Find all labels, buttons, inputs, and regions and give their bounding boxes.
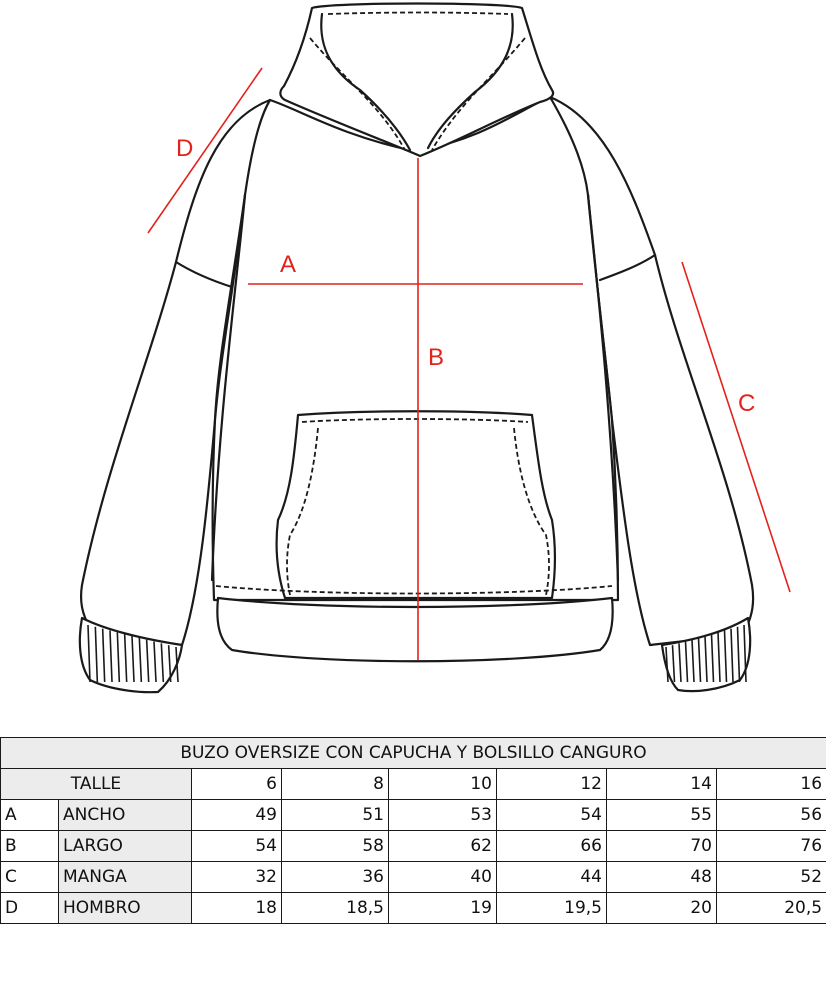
- cuff-rib-line: [116, 632, 121, 683]
- table-row: B LARGO 54 58 62 66 70 76: [0, 830, 826, 862]
- cuff-rib-line: [671, 645, 676, 683]
- table-cell: 36: [281, 861, 389, 893]
- cuff-rib-line: [717, 632, 721, 683]
- pocket-right-stitch: [513, 427, 550, 596]
- size-header-cell: 6: [191, 768, 282, 800]
- measure-label-c: C: [738, 390, 755, 417]
- table-cell: 20,5: [715, 892, 826, 924]
- size-header-cell: 16: [715, 768, 826, 800]
- hood-stitch-right: [431, 37, 526, 151]
- measure-d-line: [147, 67, 263, 234]
- table-cell: 19: [388, 892, 497, 924]
- table-cell: 76: [715, 830, 826, 862]
- row-measure-name: ANCHO: [58, 799, 192, 831]
- hood-seam-stitch: [327, 11, 509, 15]
- size-header-cell: 14: [606, 768, 717, 800]
- table-cell: 49: [191, 799, 282, 831]
- size-header-cell: 8: [281, 768, 389, 800]
- cuff-rib-line: [167, 645, 172, 683]
- size-header-cell: 10: [388, 768, 497, 800]
- measure-label-b: B: [428, 344, 444, 371]
- table-cell: 51: [281, 799, 389, 831]
- cuff-rib-line: [87, 624, 91, 683]
- table-cell: 20: [606, 892, 717, 924]
- cuff-rib-line: [101, 628, 106, 683]
- table-cell: 55: [606, 799, 717, 831]
- right-side-line: [586, 193, 620, 582]
- table-row: D HOMBRO 18 18,5 19 19,5 20 20,5: [0, 892, 826, 924]
- cuff-rib-line: [145, 639, 150, 683]
- cuff-rib-line: [131, 635, 135, 683]
- kangaroo-pocket: [275, 410, 557, 600]
- table-title-row: BUZO OVERSIZE CON CAPUCHA Y BOLSILLO CAN…: [0, 737, 826, 769]
- cuff-rib-line: [175, 646, 179, 683]
- row-letter: A: [0, 799, 59, 831]
- cuff-rib-line: [160, 643, 165, 683]
- hem-band: [216, 596, 614, 663]
- cuff-rib-line: [736, 626, 741, 683]
- table-cell: 70: [606, 830, 717, 862]
- table-title: BUZO OVERSIZE CON CAPUCHA Y BOLSILLO CAN…: [0, 737, 826, 769]
- table-cell: 40: [388, 861, 497, 893]
- left-sleeve: [80, 98, 272, 647]
- table-row: C MANGA 32 36 40 44 48 52: [0, 861, 826, 893]
- hood: [279, 2, 555, 158]
- table-cell: 58: [281, 830, 389, 862]
- cuff-rib-line: [123, 634, 128, 683]
- size-header-label: TALLE: [0, 768, 192, 800]
- row-letter: D: [0, 892, 59, 924]
- cuff-rib-line: [723, 630, 728, 683]
- row-measure-name: LARGO: [58, 830, 192, 862]
- table-cell: 53: [388, 799, 497, 831]
- size-header-cell: 12: [496, 768, 607, 800]
- cuff-rib-line: [730, 628, 734, 683]
- table-cell: 56: [715, 799, 826, 831]
- table-cell: 48: [606, 861, 717, 893]
- table-cell: 18,5: [281, 892, 389, 924]
- cuff-rib-line: [710, 634, 715, 683]
- cuff-rib-line: [743, 624, 747, 683]
- left-armhole-seam: [174, 260, 234, 289]
- pocket-top-stitch: [301, 418, 529, 423]
- measure-label-a: A: [280, 251, 296, 278]
- right-cuff: [660, 616, 752, 693]
- table-header-row: TALLE 6 8 10 12 14 16: [0, 768, 826, 800]
- table-row: A ANCHO 49 51 53 54 55 56: [0, 799, 826, 831]
- measure-c-line: [681, 261, 791, 593]
- table-cell: 62: [388, 830, 497, 862]
- table-cell: 52: [715, 861, 826, 893]
- cuff-rib-line: [109, 630, 113, 683]
- row-letter: B: [0, 830, 59, 862]
- table-cell: 54: [191, 830, 282, 862]
- hood-inner-left: [320, 12, 412, 152]
- cuff-rib-line: [665, 646, 669, 683]
- measure-label-d: D: [176, 135, 193, 162]
- table-cell: 32: [191, 861, 282, 893]
- table-cell: 44: [496, 861, 607, 893]
- row-measure-name: HOMBRO: [58, 892, 192, 924]
- hood-stitch-left: [309, 37, 406, 151]
- row-letter: C: [0, 861, 59, 893]
- row-measure-name: MANGA: [58, 861, 192, 893]
- cuff-rib-line: [697, 637, 702, 683]
- size-chart-table: BUZO OVERSIZE CON CAPUCHA Y BOLSILLO CAN…: [0, 737, 826, 924]
- cuff-rib-line: [138, 637, 143, 683]
- pocket-left-stitch: [286, 427, 319, 596]
- table-cell: 66: [496, 830, 607, 862]
- table-cell: 54: [496, 799, 607, 831]
- cuff-rib-line: [153, 641, 157, 683]
- left-cuff: [78, 616, 184, 694]
- cuff-rib-line: [684, 641, 689, 683]
- hoodie-technical-drawing: A B C D: [78, 2, 791, 694]
- table-cell: 18: [191, 892, 282, 924]
- cuff-rib-line: [678, 643, 682, 683]
- right-armhole-seam: [598, 253, 657, 282]
- cuff-rib-line: [94, 626, 99, 683]
- left-side-line: [210, 193, 247, 582]
- table-cell: 19,5: [496, 892, 607, 924]
- cuff-rib-line: [704, 635, 708, 683]
- cuff-rib-line: [691, 639, 695, 683]
